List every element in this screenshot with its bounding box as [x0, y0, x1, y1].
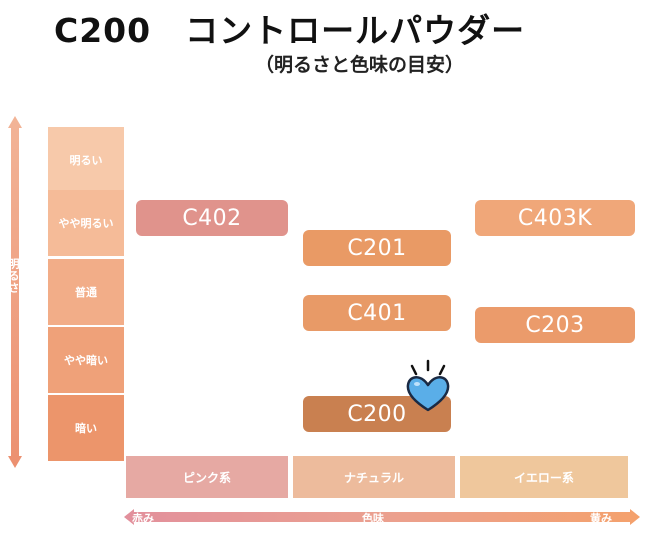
heart-icon: [406, 359, 450, 412]
level-normal: 普通: [48, 259, 124, 325]
page-title: C200 コントロールパウダー: [54, 11, 526, 50]
brightness-axis-label: 明るさ: [7, 258, 20, 294]
level-bright: 明るい: [48, 127, 124, 193]
page-subtitle: （明るさと色味の目安）: [255, 54, 465, 76]
product-c403k: C403K: [475, 200, 635, 236]
category-pink: ピンク系: [126, 456, 288, 498]
brightness-axis-arrow: [8, 116, 22, 468]
category-natural: ナチュラル: [293, 456, 455, 498]
product-c401: C401: [303, 295, 451, 331]
hue-axis-left-label: 赤み: [132, 512, 154, 525]
product-c402: C402: [136, 200, 288, 236]
level-slightly-bright: やや明るい: [48, 190, 124, 256]
hue-axis-arrow: [124, 509, 640, 525]
hue-axis-label: 色味: [362, 512, 384, 525]
product-c201: C201: [303, 230, 451, 266]
level-slightly-dark: やや暗い: [48, 327, 124, 393]
category-yellow: イエロー系: [460, 456, 628, 498]
product-c203: C203: [475, 307, 635, 343]
level-dark: 暗い: [48, 395, 124, 461]
hue-axis-right-label: 黄み: [590, 512, 612, 525]
